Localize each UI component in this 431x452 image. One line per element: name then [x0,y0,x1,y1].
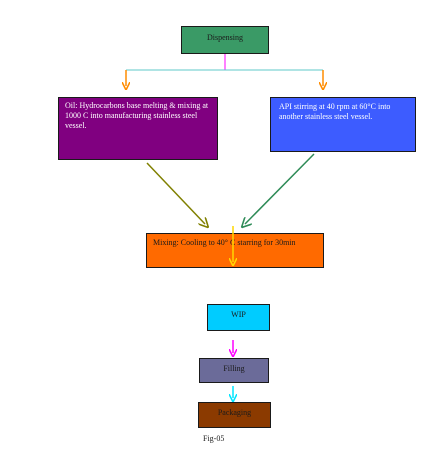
filling-step: Filling [199,358,269,383]
wip-step: WIP [207,304,270,331]
api-step: API stirring at 40 rpm at 60°C into anot… [270,97,416,152]
api-label: API stirring at 40 rpm at 60°C into anot… [279,102,391,121]
oil-label: Oil: Hydrocarbons base melting & mixing … [65,101,209,130]
packaging-label: Packaging [217,408,252,417]
arrow-oil-to-mixing [146,162,205,224]
arrow-api-to-mixing [245,153,315,224]
figure-caption: Fig-05 [203,434,225,443]
filling-label: Filling [223,364,245,373]
dispensing-label: Dispensing [207,33,243,42]
packaging-step: Packaging [198,402,271,428]
wip-label: WIP [231,310,246,319]
oil-step: Oil: Hydrocarbons base melting & mixing … [58,97,218,160]
mixing-label: Mixing: Cooling to 40° C starring for 30… [153,238,296,247]
dispensing-step: Dispensing [181,26,269,54]
